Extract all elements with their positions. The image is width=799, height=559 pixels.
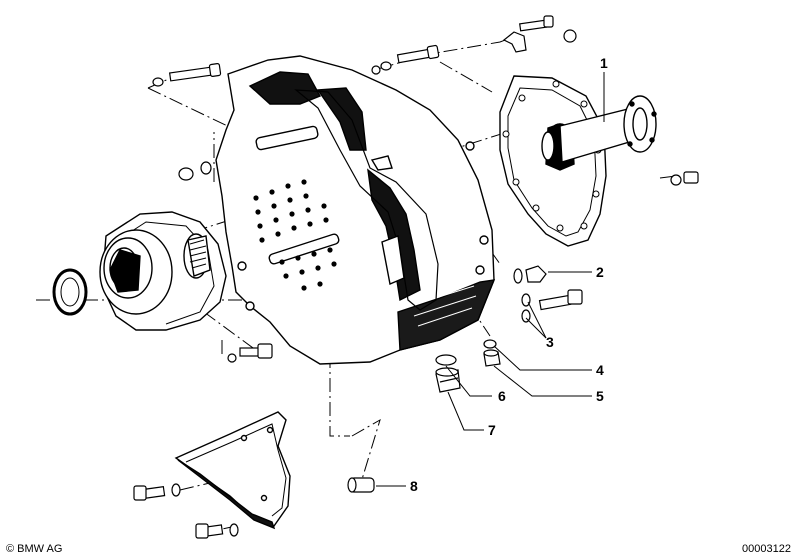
leader-lines — [376, 72, 605, 487]
callout-3: 3 — [546, 334, 554, 350]
drain-plug-item-7 — [435, 367, 461, 393]
callout-2: 2 — [596, 264, 604, 280]
bolt-cover-bottom — [195, 523, 239, 539]
bell-housing — [215, 55, 496, 365]
bolt-cover-top — [133, 483, 181, 501]
callout-5: 5 — [596, 388, 604, 404]
callout-6: 6 — [498, 388, 506, 404]
copyright-text: © BMW AG — [6, 543, 63, 555]
bolt-top-left — [152, 63, 222, 87]
sleeve-item-8 — [347, 477, 375, 493]
vent-holes — [253, 179, 337, 291]
nut-right — [670, 171, 699, 186]
plug-item-5 — [483, 349, 501, 367]
lower-cover — [174, 411, 291, 530]
bolt-lower-left — [227, 343, 273, 363]
callout-1: 1 — [600, 55, 608, 71]
callout-8: 8 — [410, 478, 418, 494]
fasteners — [133, 15, 699, 539]
bolt-top-right — [502, 15, 577, 53]
cover-plate-assembly — [499, 75, 657, 247]
callouts: 1 2 3 4 5 6 7 8 — [410, 55, 608, 494]
nut-left — [178, 161, 212, 181]
nut-item-2 — [513, 265, 547, 284]
release-bearing-assembly — [52, 211, 227, 331]
gasket-item-6 — [435, 354, 457, 366]
o-ring-item-4 — [483, 339, 497, 349]
bolt-top-center — [371, 44, 440, 75]
callout-4: 4 — [596, 362, 604, 378]
callout-7: 7 — [488, 422, 496, 438]
bolt-item-3 — [521, 289, 583, 323]
document-number: 00003122 — [742, 543, 791, 555]
